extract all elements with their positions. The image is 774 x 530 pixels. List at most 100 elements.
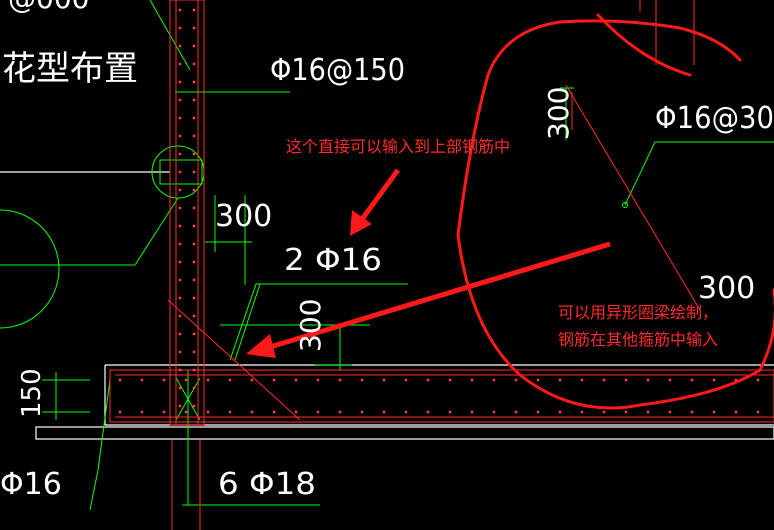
rebar-dot [178,368,182,372]
rebar-dot [192,206,196,210]
rebar-dot [178,152,182,156]
rebar-dot [192,242,196,246]
rebar-dot [178,350,182,354]
rebar-dot [178,26,182,30]
rebar-dot [316,410,320,414]
rebar-dot [162,378,166,382]
rebar-dot [178,206,182,210]
rebar-dot [192,80,196,84]
dimension-300-right-horizontal: 300 [698,271,755,306]
rebar-dot [178,134,182,138]
rebar-dot [178,242,182,246]
rebar-dot [178,116,182,120]
rebar-dot [580,378,584,382]
rebar-dot [192,134,196,138]
annotation-loop [456,13,774,410]
dimension-300-mid: 300 [294,299,327,352]
rebar-label-top: Φ16@150 [270,53,405,88]
rebar-dot [382,378,386,382]
red-rebar-lines [109,0,774,530]
rebar-dot [192,314,196,318]
rebar-dot [602,378,606,382]
rebar-dot [712,410,716,414]
rebar-dot [690,378,694,382]
rebar-dot [294,378,298,382]
rebar-label-6phi18: 6 Φ18 [218,467,316,502]
rebar-dot [192,98,196,102]
rebar-dot [192,224,196,228]
rebar-dot [558,410,562,414]
rebar-dot [178,296,182,300]
rebar-dot [712,378,716,382]
rebar-dot [178,278,182,282]
rebar-dot [192,62,196,66]
rebar-dot [470,410,474,414]
rebar-dot [492,378,496,382]
rebar-dot [206,378,210,382]
rebar-dot [690,410,694,414]
rebar-dot [192,26,196,30]
rebar-dot [178,44,182,48]
rebar-dot [294,410,298,414]
rebar-dot [184,410,188,414]
rebar-label-left-bottom: Φ16 [0,467,62,502]
layout-title: 花型布置 [2,49,138,89]
rebar-dot [536,378,540,382]
dimension-300-right-vertical: 300 [542,87,575,140]
rebar-dot [206,410,210,414]
rebar-dot [140,378,144,382]
rebar-dot [178,170,182,174]
rebar-dot [360,378,364,382]
rebar-dot [192,296,196,300]
rebar-dot [536,410,540,414]
rebar-dot [228,410,232,414]
rebar-dot [178,80,182,84]
rebar-dot [756,378,760,382]
rebar-dot [178,224,182,228]
rebar-dot [514,410,518,414]
rebar-dot [514,378,518,382]
rebar-dots [118,8,760,414]
rebar-dot [178,332,182,336]
rebar-dot [448,410,452,414]
rebar-dot [624,410,628,414]
rebar-dot [192,368,196,372]
rebar-label-2phi16: 2 Φ16 [284,243,382,278]
rebar-dot [646,378,650,382]
rebar-dot [192,188,196,192]
rebar-dot [382,410,386,414]
rebar-dot [192,278,196,282]
rebar-dot [492,410,496,414]
annotation-note-right-line1: 可以用异形圈梁绘制， [558,303,718,322]
rebar-dot [192,170,196,174]
rebar-dot [140,410,144,414]
rebar-dot [192,404,196,408]
dimension-150: 150 [17,368,47,418]
rebar-dot [192,386,196,390]
rebar-dot [338,378,342,382]
rebar-dot [624,378,628,382]
rebar-dot [192,116,196,120]
rebar-dot [426,378,430,382]
rebar-dot [192,44,196,48]
white-outline-lines [0,171,774,440]
rebar-dot [316,378,320,382]
rebar-dot [338,410,342,414]
rebar-dot [162,410,166,414]
rebar-dot [118,410,122,414]
rebar-dot [756,410,760,414]
rebar-dot [178,404,182,408]
rebar-dot [426,410,430,414]
rebar-dot [192,152,196,156]
rebar-dot [404,378,408,382]
rebar-dot [734,410,738,414]
annotation-note-right-line2: 钢筋在其他箍筋中输入 [558,330,718,349]
rebar-dot [192,332,196,336]
rebar-dot [178,386,182,390]
rebar-dot [178,8,182,12]
rebar-dot [668,378,672,382]
rebar-dot [192,8,196,12]
rebar-dot [668,410,672,414]
